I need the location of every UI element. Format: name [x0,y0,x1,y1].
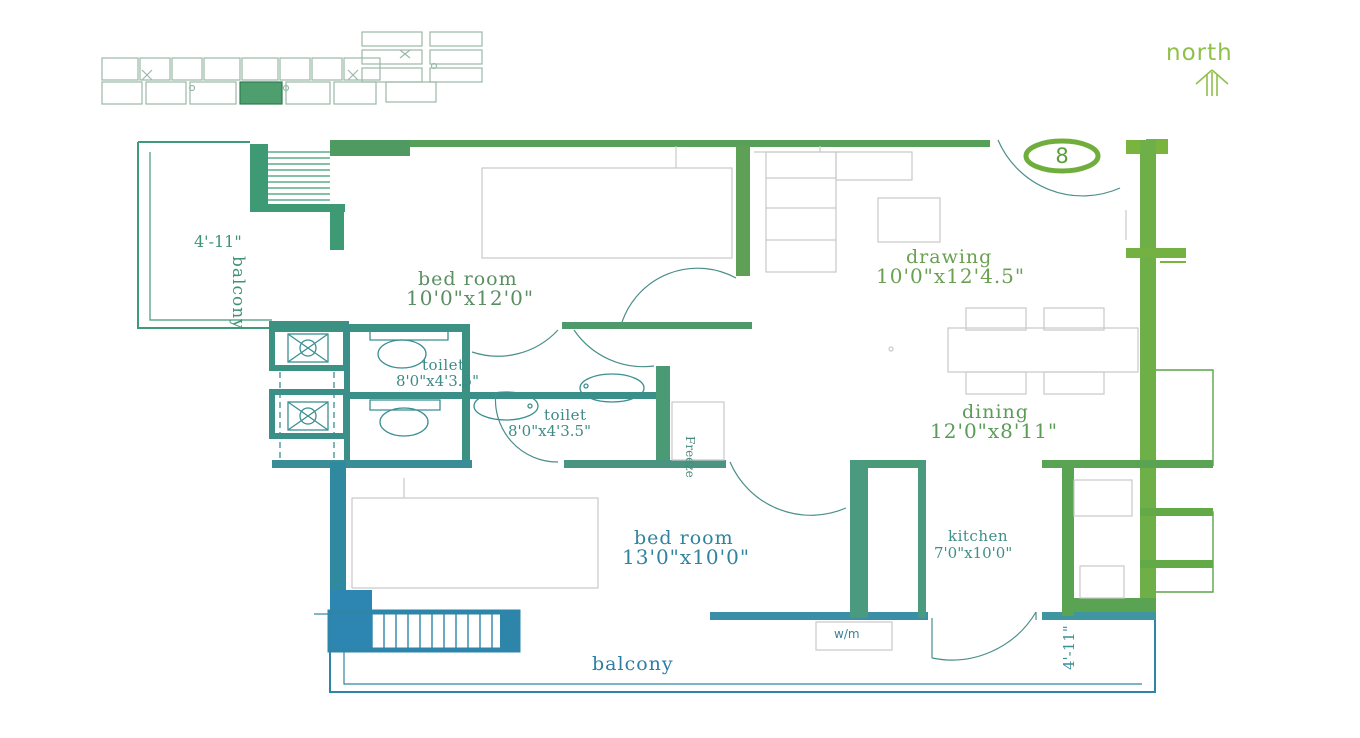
toilet-1-name: toilet [422,356,465,374]
balcony-left-name: balcony [228,256,248,330]
bed-room-1-size: 10'0"x12'0" [406,286,535,310]
bed-room-2-size: 13'0"x10'0" [622,545,751,569]
kitchen-size: 7'0"x10'0" [934,544,1013,562]
door-swings [471,139,1121,661]
freeze-box [671,401,725,461]
walls [250,140,1213,653]
bed-room-1-name: bed room [418,268,518,290]
unit-number-badge: 8 [1023,138,1101,174]
dining-size: 12'0"x8'11" [930,419,1059,443]
balcony-bottom-size: 4'-11" [1060,625,1078,670]
washing-machine-label: w/m [834,627,860,641]
drawing-name: drawing [906,246,993,268]
toilet-fixtures [279,329,645,462]
furniture [351,146,1139,651]
kitchen-name: kitchen [948,527,1009,545]
freeze-label: Freeze [683,436,697,478]
side-table [877,197,941,243]
sofa [765,151,837,273]
north-arrow-icon [1195,69,1229,96]
toilet-2-name: toilet [544,406,587,424]
outline-lines [137,139,1214,693]
unit-number: 8 [1055,144,1068,168]
dining-name: dining [962,401,1029,423]
balcony-left-size: 4'-11" [194,232,242,251]
drawing-size: 10'0"x12'4.5" [876,264,1026,288]
bed-1 [481,167,733,259]
bed-2 [351,497,599,589]
washing-machine-box [815,621,893,651]
toilet-1-size: 8'0"x4'3.5" [396,372,479,390]
north-label: north [1166,40,1233,66]
dining-table [947,327,1139,373]
bed-room-2-name: bed room [634,527,734,549]
balcony-bottom-name: balcony [592,653,674,675]
toilet-2-size: 8'0"x4'3.5" [508,422,591,440]
key-plan [101,31,483,105]
